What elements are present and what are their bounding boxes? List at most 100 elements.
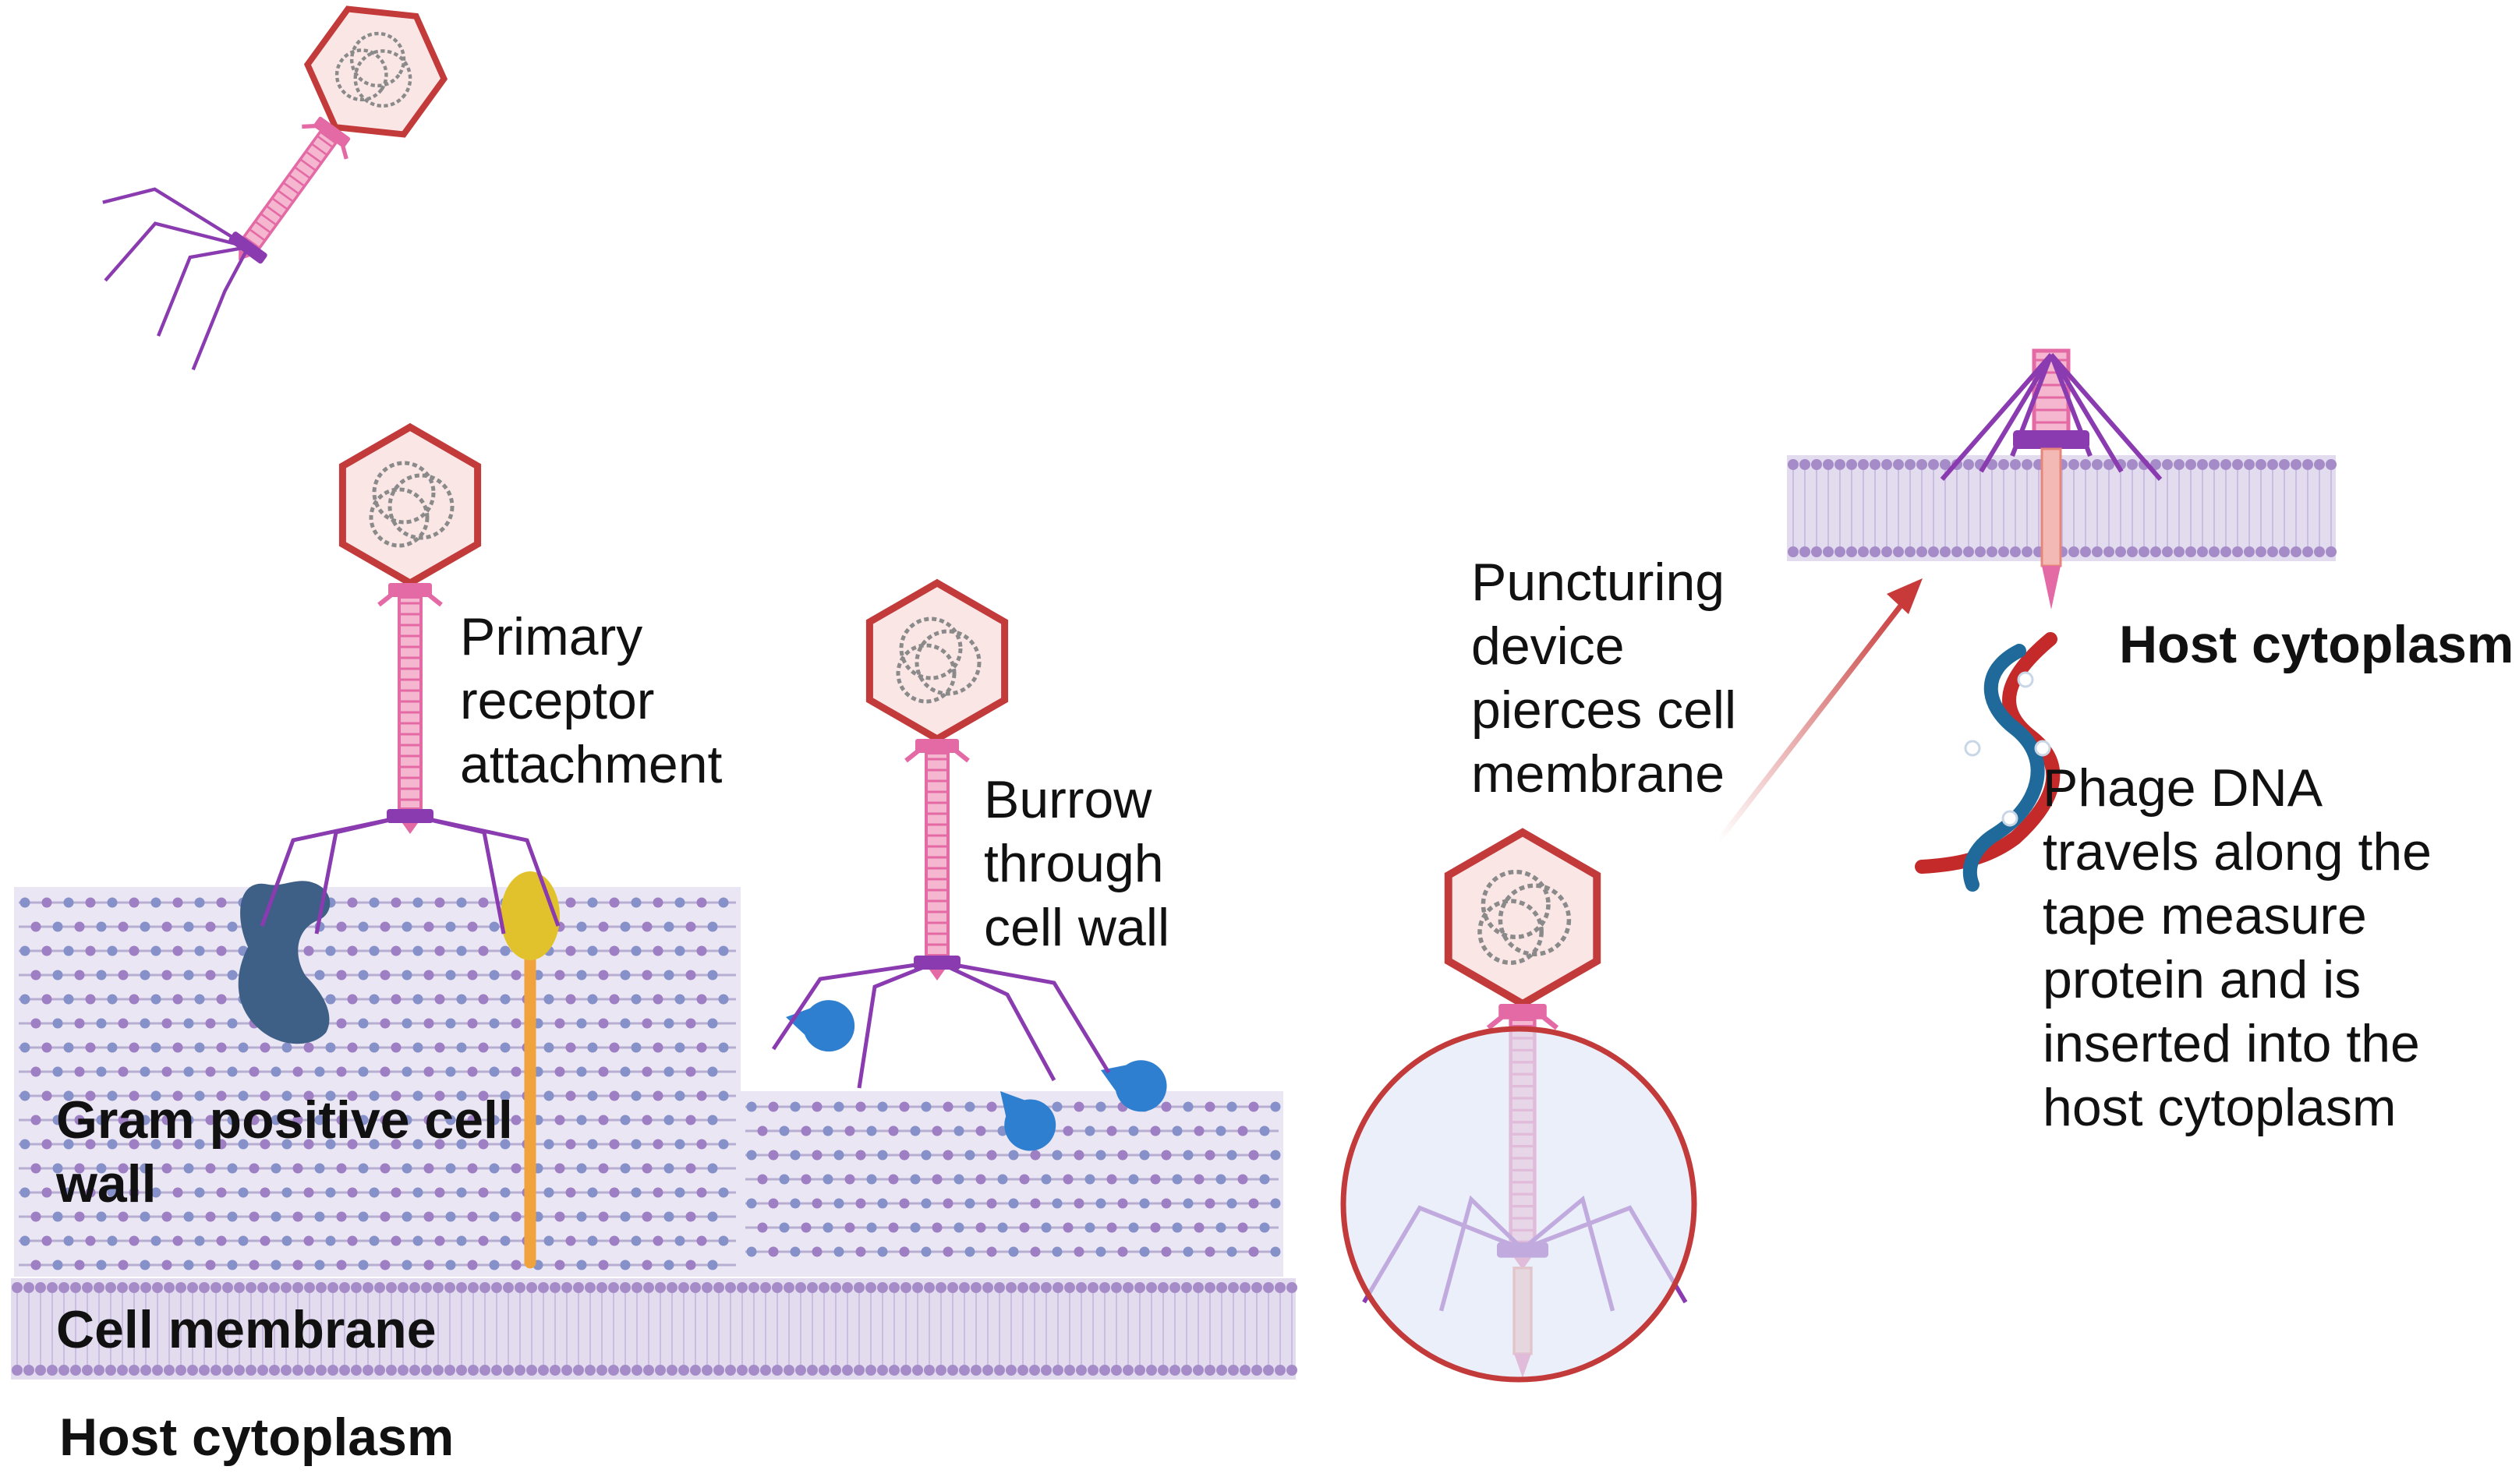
glycan-unit: [129, 897, 140, 908]
inset-needle: [2040, 447, 2062, 567]
glycan-unit: [910, 1174, 921, 1185]
glycan-unit: [642, 1115, 653, 1125]
lipid-head: [1111, 1282, 1122, 1293]
glycan-unit: [402, 1066, 412, 1077]
glycan-unit: [303, 1139, 314, 1150]
glycan-unit: [216, 897, 227, 908]
glycan-unit: [402, 1115, 412, 1125]
lipid-head: [1799, 546, 1810, 557]
lipid-head: [830, 1282, 841, 1293]
lipid-head: [1076, 1282, 1087, 1293]
glycan-unit: [609, 994, 620, 1005]
glycan-unit: [565, 1235, 576, 1246]
glycan-unit: [653, 1042, 663, 1053]
sheath-ring: [294, 166, 311, 179]
glycan-unit: [281, 1187, 292, 1198]
glycan-unit: [96, 921, 107, 932]
glycan-unit: [150, 1090, 161, 1101]
glycan-unit: [609, 1042, 620, 1053]
glycan-unit: [554, 970, 565, 980]
glycan-unit: [833, 1198, 844, 1209]
lipid-head: [363, 1365, 373, 1376]
glycan-unit: [445, 1066, 456, 1077]
glycan-unit: [598, 1066, 609, 1077]
glycan-unit: [609, 1187, 620, 1198]
capsid-dna-loop: [353, 49, 412, 108]
sheath-ring: [249, 228, 266, 242]
lipid-head: [702, 1365, 713, 1376]
glycan-unit: [19, 1139, 30, 1150]
glycan-unit: [489, 1163, 500, 1174]
glycan-unit: [30, 1211, 41, 1222]
lipid-head: [35, 1282, 46, 1293]
lipid-head: [807, 1365, 818, 1376]
glycan-unit: [380, 921, 391, 932]
glycan-unit: [260, 1235, 271, 1246]
glycan-unit: [500, 1139, 511, 1150]
lipid-head: [246, 1365, 256, 1376]
lipid-head: [58, 1365, 69, 1376]
lipid-head: [47, 1282, 58, 1293]
lipid-head: [199, 1365, 210, 1376]
glycan-unit: [369, 994, 380, 1005]
glycan-unit: [227, 1018, 238, 1029]
glycan-unit: [1172, 1174, 1183, 1185]
glycan-unit: [74, 1163, 85, 1174]
glycan-unit: [1008, 1150, 1019, 1161]
lipid-head: [643, 1282, 654, 1293]
glycan-unit: [129, 1042, 140, 1053]
glycan-unit: [467, 1018, 478, 1029]
lipid-head: [889, 1282, 900, 1293]
tail-fiber: [771, 959, 938, 1051]
glycan-unit: [707, 1115, 718, 1125]
glycan-unit: [292, 1066, 303, 1077]
sheath-ring: [288, 174, 306, 187]
lipid-head: [1286, 1282, 1297, 1293]
lipid-head: [269, 1365, 280, 1376]
glycan-unit: [358, 1260, 369, 1270]
dna-base-pair: [2017, 671, 2034, 688]
glycan-unit: [620, 1211, 631, 1222]
glycan-unit: [325, 1042, 336, 1053]
glycan-unit: [663, 1163, 674, 1174]
glycan-unit: [511, 1260, 522, 1270]
glycan-unit: [543, 1042, 554, 1053]
glycan-unit: [554, 1018, 565, 1029]
glycan-unit: [943, 1101, 953, 1112]
tail-fiber: [314, 813, 411, 935]
glycan-unit: [1226, 1246, 1237, 1257]
lipid-head: [971, 1365, 982, 1376]
glycan-unit: [216, 1187, 227, 1198]
tail-fiber: [157, 245, 249, 337]
lipid-head: [456, 1365, 467, 1376]
lipid-head: [468, 1365, 479, 1376]
glycan-unit: [696, 1139, 707, 1150]
lipid-head: [409, 1282, 420, 1293]
capsid-dna-loop: [334, 48, 388, 102]
glycan-unit: [576, 1211, 587, 1222]
lipid-head: [2174, 459, 2185, 470]
glycan-unit: [997, 1174, 1008, 1185]
glycan-unit: [172, 1139, 183, 1150]
glycan-unit: [500, 994, 511, 1005]
lipid-head: [1240, 1365, 1251, 1376]
glycan-unit: [631, 1090, 642, 1101]
glycan-unit: [631, 1042, 642, 1053]
lipid-head: [1029, 1282, 1040, 1293]
glycan-unit: [587, 994, 598, 1005]
lipid-head: [573, 1282, 584, 1293]
glycan-unit: [194, 1139, 205, 1150]
glycan-unit: [107, 1187, 118, 1198]
lipid-head: [211, 1282, 221, 1293]
glycan-unit: [216, 1235, 227, 1246]
lipid-head: [678, 1365, 689, 1376]
glycan-unit: [543, 1235, 554, 1246]
glycan-unit: [303, 945, 314, 956]
glycan-unit: [281, 1090, 292, 1101]
receptor-blue-2: [1000, 1091, 1056, 1151]
glycan-unit: [161, 921, 172, 932]
glycan-unit: [489, 1018, 500, 1029]
glycan-unit: [663, 1260, 674, 1270]
glycan-unit: [118, 1211, 129, 1222]
glycan-unit: [1019, 1222, 1030, 1233]
